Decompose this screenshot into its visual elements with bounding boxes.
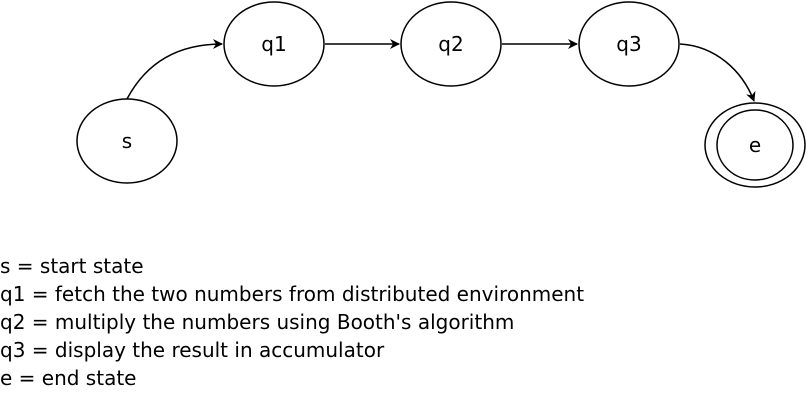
state-diagram: s q1 q2 q3 e [76,1,806,188]
state-s: s [76,98,178,184]
legend-line-s: s = start state [0,254,144,278]
state-q2: q2 [400,1,502,87]
state-q3-label: q3 [616,32,641,56]
state-q3: q3 [578,1,680,87]
state-s-label: s [122,129,132,153]
state-e-label: e [749,133,761,157]
state-e-inner-circle [716,109,794,181]
state-legend: s = start state q1 = fetch the two numbe… [0,252,584,392]
state-q2-circle [400,1,502,87]
state-q2-label: q2 [438,32,463,56]
state-e: e [704,102,806,188]
transition-q3-to-e [679,43,756,102]
legend-line-q2: q2 = multiply the numbers using Booth's … [0,310,515,334]
state-q1-label: q1 [261,32,286,56]
legend-line-e: e = end state [0,366,137,390]
transition-s-to-q1 [126,39,223,100]
state-q3-circle [578,1,680,87]
legend-line-q3: q3 = display the result in accumulator [0,338,385,362]
state-s-circle [76,98,178,184]
state-q1-circle [223,1,325,87]
legend-line-q1: q1 = fetch the two numbers from distribu… [0,282,585,306]
state-q1: q1 [223,1,325,87]
